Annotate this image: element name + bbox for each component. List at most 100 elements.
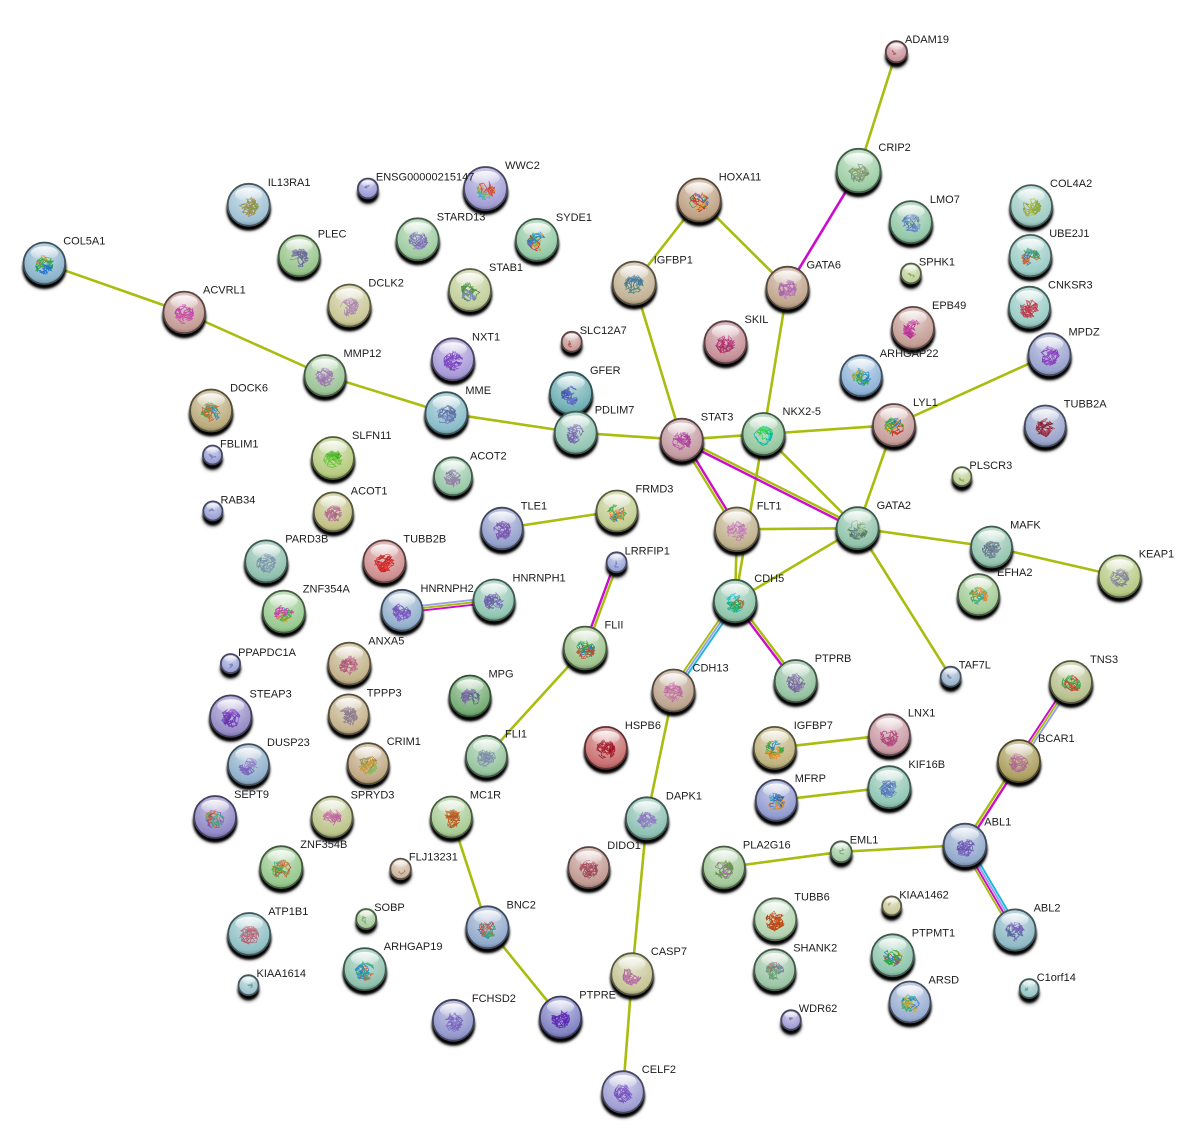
svg-text:TNS3: TNS3 — [1090, 654, 1118, 666]
svg-text:WWC2: WWC2 — [505, 160, 540, 172]
svg-text:KIF16B: KIF16B — [908, 759, 945, 771]
svg-text:UBE2J1: UBE2J1 — [1049, 228, 1089, 240]
svg-text:HOXA11: HOXA11 — [719, 172, 762, 184]
svg-text:WDR62: WDR62 — [799, 1003, 838, 1015]
svg-text:IL13RA1: IL13RA1 — [268, 177, 311, 189]
svg-text:TUBB2B: TUBB2B — [403, 533, 446, 545]
svg-text:ACOT1: ACOT1 — [351, 485, 388, 497]
svg-text:HNRNPH2: HNRNPH2 — [421, 583, 474, 595]
svg-text:DIDO1: DIDO1 — [607, 840, 641, 852]
svg-text:IGFBP7: IGFBP7 — [794, 720, 833, 732]
svg-text:ZNF354B: ZNF354B — [300, 839, 347, 851]
svg-text:MPG: MPG — [489, 669, 514, 681]
svg-text:PLEC: PLEC — [318, 228, 347, 240]
svg-text:ARSD: ARSD — [929, 975, 960, 987]
svg-text:CNKSR3: CNKSR3 — [1048, 280, 1093, 292]
svg-text:ACVRL1: ACVRL1 — [203, 285, 246, 297]
svg-text:GFER: GFER — [590, 365, 621, 377]
svg-text:MPDZ: MPDZ — [1069, 326, 1100, 338]
svg-text:MAFK: MAFK — [1010, 520, 1041, 532]
svg-text:CASP7: CASP7 — [651, 946, 687, 958]
svg-text:FRMD3: FRMD3 — [636, 484, 674, 496]
svg-text:CRIP2: CRIP2 — [878, 142, 910, 154]
svg-text:LMO7: LMO7 — [930, 194, 960, 206]
svg-text:ARHGAP19: ARHGAP19 — [384, 941, 443, 953]
svg-text:FLJ13231: FLJ13231 — [409, 852, 458, 864]
svg-text:DUSP23: DUSP23 — [267, 737, 310, 749]
svg-text:MMP12: MMP12 — [344, 348, 382, 360]
svg-text:NXT1: NXT1 — [472, 331, 500, 343]
svg-text:STAT3: STAT3 — [701, 412, 734, 424]
svg-text:FLII: FLII — [605, 620, 624, 632]
svg-text:CDH13: CDH13 — [693, 663, 729, 675]
svg-text:EFHA2: EFHA2 — [997, 567, 1032, 579]
svg-text:FCHSD2: FCHSD2 — [472, 993, 516, 1005]
svg-text:PPAPDC1A: PPAPDC1A — [238, 647, 297, 659]
svg-text:MFRP: MFRP — [795, 773, 826, 785]
svg-text:GATA6: GATA6 — [807, 260, 841, 272]
svg-text:C1orf14: C1orf14 — [1037, 972, 1076, 984]
svg-text:EML1: EML1 — [850, 834, 879, 846]
svg-text:CELF2: CELF2 — [642, 1064, 676, 1076]
svg-text:ATP1B1: ATP1B1 — [268, 906, 308, 918]
svg-text:ACOT2: ACOT2 — [470, 450, 507, 462]
svg-text:RAB34: RAB34 — [221, 494, 256, 506]
svg-text:CDH5: CDH5 — [754, 573, 784, 585]
svg-text:SYDE1: SYDE1 — [556, 212, 592, 224]
svg-text:TPPP3: TPPP3 — [367, 687, 402, 699]
svg-text:SEPT9: SEPT9 — [234, 789, 269, 801]
svg-text:FLI1: FLI1 — [505, 729, 527, 741]
svg-text:LRRFIP1: LRRFIP1 — [625, 545, 670, 557]
svg-text:ZNF354A: ZNF354A — [303, 584, 351, 596]
svg-text:ARHGAP22: ARHGAP22 — [880, 348, 939, 360]
svg-text:CRIM1: CRIM1 — [387, 736, 421, 748]
svg-text:SLFN11: SLFN11 — [352, 430, 392, 442]
svg-text:PLA2G16: PLA2G16 — [743, 840, 791, 852]
svg-text:DAPK1: DAPK1 — [666, 790, 702, 802]
svg-text:ADAM19: ADAM19 — [905, 34, 949, 46]
svg-text:TUBB2A: TUBB2A — [1064, 399, 1107, 411]
svg-text:TUBB6: TUBB6 — [794, 891, 829, 903]
svg-text:SPHK1: SPHK1 — [919, 257, 955, 269]
svg-text:TLE1: TLE1 — [521, 501, 547, 513]
svg-text:MME: MME — [465, 385, 491, 397]
svg-text:LYL1: LYL1 — [913, 397, 938, 409]
svg-text:ABL1: ABL1 — [984, 817, 1011, 829]
svg-text:SLC12A7: SLC12A7 — [580, 325, 627, 337]
svg-text:BNC2: BNC2 — [507, 899, 536, 911]
svg-text:LNX1: LNX1 — [908, 707, 936, 719]
svg-text:COL4A2: COL4A2 — [1050, 178, 1092, 190]
svg-text:KIAA1614: KIAA1614 — [257, 968, 307, 980]
svg-text:HNRNPH1: HNRNPH1 — [513, 573, 566, 585]
svg-text:PDLIM7: PDLIM7 — [595, 405, 635, 417]
svg-text:TAF7L: TAF7L — [959, 660, 991, 672]
svg-text:PTPRB: PTPRB — [815, 653, 852, 665]
svg-text:SOBP: SOBP — [374, 902, 405, 914]
svg-text:DCLK2: DCLK2 — [368, 278, 403, 290]
svg-text:COL5A1: COL5A1 — [63, 236, 105, 248]
svg-text:FBLIM1: FBLIM1 — [220, 439, 259, 451]
svg-text:STEAP3: STEAP3 — [250, 688, 292, 700]
svg-text:STAB1: STAB1 — [489, 262, 523, 274]
svg-text:ABL2: ABL2 — [1034, 902, 1061, 914]
svg-text:EPB49: EPB49 — [932, 300, 966, 312]
svg-text:PTPMT1: PTPMT1 — [912, 927, 955, 939]
svg-text:MC1R: MC1R — [470, 790, 501, 802]
svg-text:DOCK6: DOCK6 — [230, 383, 268, 395]
svg-text:SHANK2: SHANK2 — [793, 942, 837, 954]
svg-text:PLSCR3: PLSCR3 — [969, 460, 1012, 472]
svg-text:IGFBP1: IGFBP1 — [654, 255, 693, 267]
svg-text:SPRYD3: SPRYD3 — [351, 790, 395, 802]
svg-text:FLT1: FLT1 — [757, 501, 782, 513]
svg-text:KIAA1462: KIAA1462 — [899, 889, 949, 901]
svg-text:STARD13: STARD13 — [437, 211, 486, 223]
svg-text:HSPB6: HSPB6 — [625, 720, 661, 732]
svg-text:NKX2-5: NKX2-5 — [783, 406, 822, 418]
svg-text:GATA2: GATA2 — [877, 500, 911, 512]
svg-text:ENSG00000215147: ENSG00000215147 — [376, 172, 474, 184]
svg-text:KEAP1: KEAP1 — [1139, 548, 1174, 560]
svg-text:PTPRE: PTPRE — [579, 990, 616, 1002]
svg-text:SKIL: SKIL — [745, 314, 769, 326]
svg-text:BCAR1: BCAR1 — [1038, 733, 1075, 745]
svg-text:PARD3B: PARD3B — [285, 533, 328, 545]
